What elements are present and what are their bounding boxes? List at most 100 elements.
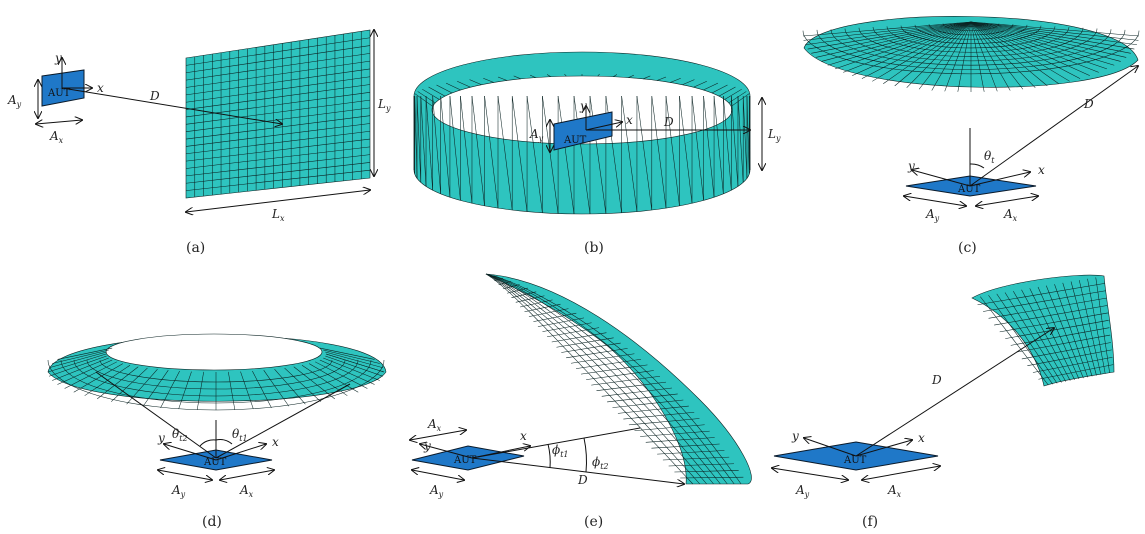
mesh-line: [414, 93, 433, 107]
mesh-line: [422, 88, 440, 100]
mesh-line: [607, 393, 678, 403]
mesh-line: [703, 82, 719, 91]
mesh-line: [970, 21, 1137, 46]
mesh-line: [628, 418, 700, 426]
mesh-line: [1013, 290, 1067, 382]
mesh-line: [811, 21, 972, 54]
mesh-line: [617, 405, 689, 414]
mesh-line: [827, 21, 972, 66]
mesh-line: [526, 95, 543, 213]
spherical-dome-surface: [802, 16, 1140, 92]
mesh-line: [561, 342, 621, 353]
mesh-line: [185, 84, 371, 110]
mesh-line: [564, 73, 567, 77]
mesh-line: [665, 95, 680, 206]
mesh-line: [970, 21, 1121, 62]
mesh-line: [970, 21, 1108, 70]
mesh-line: [957, 21, 972, 92]
mesh-line: [994, 305, 1108, 326]
x-axis-label: x: [272, 435, 279, 449]
mesh-line: [573, 95, 591, 214]
mesh-line: [52, 357, 109, 381]
panel-e: AUT ϕt1 ϕt2 D x y Ax Ay (e): [410, 273, 752, 530]
mesh-line: [931, 21, 972, 91]
aut-label: AUT: [47, 88, 71, 99]
mesh-line: [252, 370, 272, 408]
spherical-band-surface: [47, 333, 387, 411]
caption-c: (c): [958, 240, 977, 256]
mesh-line: [713, 95, 724, 194]
mesh-line: [680, 476, 744, 479]
mesh-line: [970, 21, 1081, 79]
lx-label: Lx: [271, 207, 285, 223]
mesh-line: [970, 21, 1024, 90]
panel-d: AUT θt2 θt1 y x Ay Ax (d): [47, 333, 387, 530]
mesh-line: [185, 99, 371, 125]
mesh-line: [471, 95, 485, 206]
mesh-line: [185, 60, 371, 88]
mesh-line: [883, 21, 972, 84]
mesh-line: [970, 21, 998, 92]
mesh-line: [746, 95, 750, 175]
mesh-line: [843, 21, 972, 73]
mesh-line: [970, 21, 1090, 76]
mesh-line: [693, 81, 707, 88]
mesh-line: [724, 88, 742, 100]
mesh-line: [551, 332, 607, 343]
mesh-line: [815, 21, 972, 58]
mesh-line: [636, 95, 653, 211]
mesh-line: [596, 381, 667, 391]
mesh-line: [601, 387, 672, 397]
mesh-line: [507, 287, 529, 294]
distance-label: D: [149, 89, 160, 103]
mesh-line: [542, 322, 592, 332]
phi-t1-label: ϕt1: [552, 443, 569, 459]
ax-label: Ax: [1003, 207, 1018, 223]
panel-a: AUT y x D Ay Ax Ly Lx (a): [7, 30, 391, 256]
mesh-line: [73, 363, 123, 393]
mesh-line: [1032, 356, 1113, 373]
mesh-line: [575, 359, 642, 369]
mesh-line: [970, 21, 1127, 58]
mesh-line: [420, 95, 427, 187]
mesh-line: [970, 21, 1131, 54]
mesh-line: [185, 162, 371, 184]
mesh-line: [970, 21, 1011, 91]
mesh-line: [651, 443, 720, 449]
y-axis-label: y: [579, 99, 587, 113]
mesh-line: [416, 95, 422, 183]
mesh-line: [542, 95, 559, 214]
mesh-line: [425, 95, 433, 191]
spherical-patch-surface: [971, 274, 1115, 387]
mesh-line: [557, 95, 575, 214]
mesh-line: [988, 297, 1107, 319]
mesh-line: [999, 312, 1108, 333]
mesh-line: [642, 75, 651, 80]
aut-label: AUT: [843, 455, 867, 466]
mesh-line: [807, 21, 972, 50]
mesh-line: [537, 317, 585, 327]
mesh-line: [502, 284, 520, 290]
mesh-line: [528, 308, 569, 317]
mesh-line: [613, 74, 618, 77]
mesh-line: [485, 273, 728, 485]
mesh-line: [497, 95, 513, 211]
mesh-line: [580, 364, 648, 375]
mesh-line: [485, 273, 701, 485]
mesh-line: [645, 437, 715, 443]
mesh-line: [723, 95, 732, 191]
aut-label: AUT: [957, 184, 981, 195]
panel-b: AUT y x D Ay Ly (b): [413, 51, 781, 256]
spherical-arc-surface: [485, 273, 752, 485]
mesh-line: [185, 123, 371, 147]
mesh-line: [586, 370, 654, 380]
mesh-line: [445, 82, 461, 91]
mesh-line: [1070, 281, 1097, 376]
mesh-line: [196, 371, 204, 410]
mesh-line: [546, 74, 551, 77]
mesh-line: [711, 84, 728, 94]
mesh-line: [263, 370, 290, 407]
mesh-line: [185, 68, 371, 96]
mesh-line: [803, 21, 972, 41]
ay-label: Ay: [171, 483, 186, 499]
